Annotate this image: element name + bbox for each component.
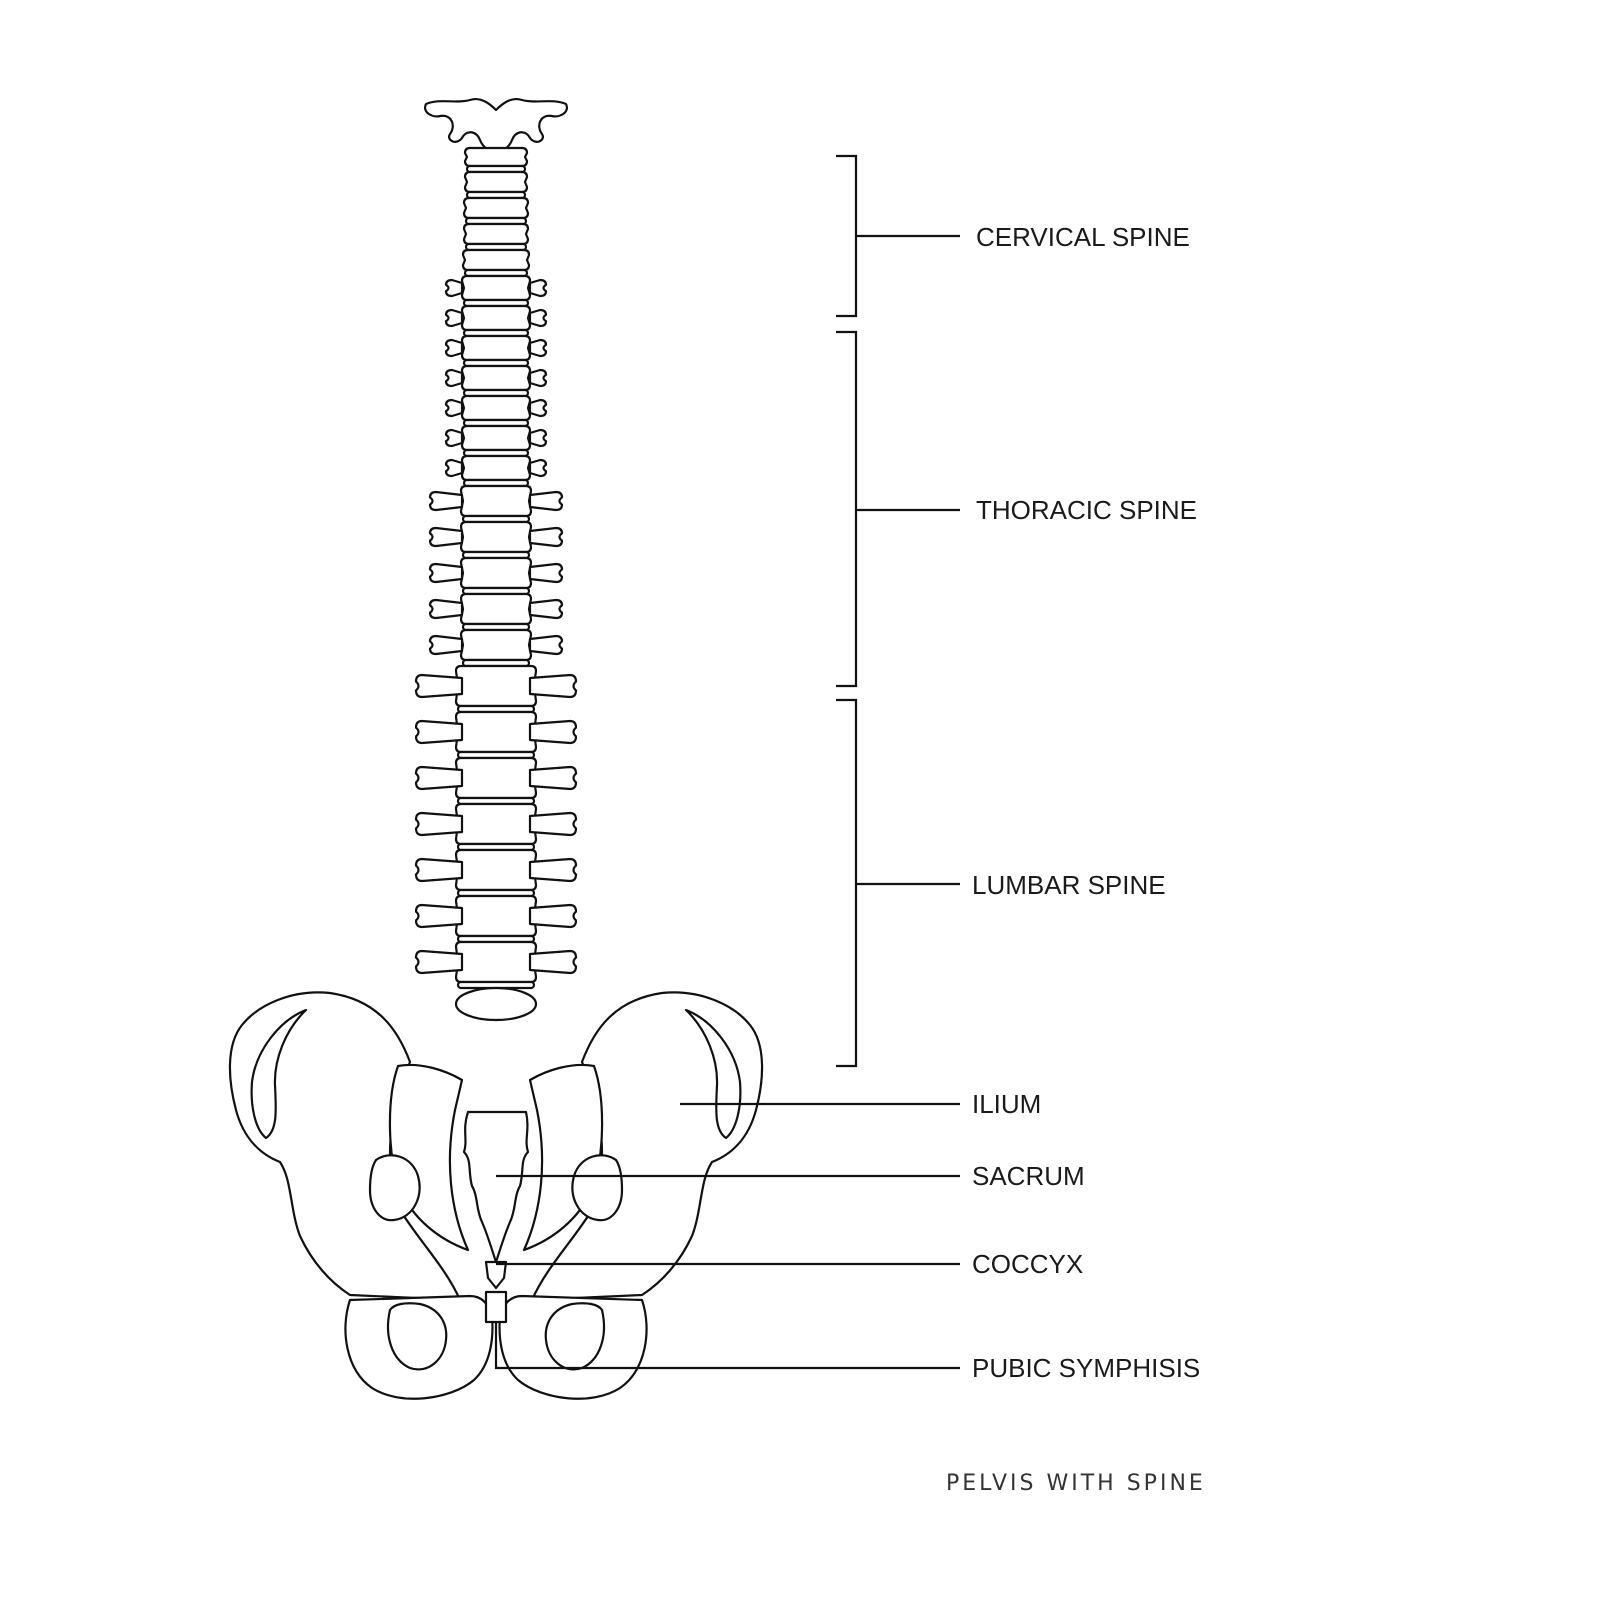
lumbar-vertebra (454, 664, 538, 708)
pubic-symphysis-leader (494, 1322, 960, 1370)
transverse-process (444, 308, 464, 328)
caption: PELVIS WITH SPINE (946, 1471, 1206, 1496)
thoracic-vertebra (459, 592, 533, 626)
transverse-process (428, 598, 464, 620)
thoracic-vertebra (460, 364, 532, 392)
transverse-process (444, 338, 464, 358)
transverse-process (528, 949, 578, 975)
transverse-process (414, 949, 464, 975)
lumbar-bracket (836, 698, 960, 1068)
transverse-process (428, 526, 464, 548)
label-lumbar-spine: LUMBAR SPINE (972, 870, 1166, 900)
pelvis-illustration (228, 991, 764, 1400)
thoracic-vertebra (460, 454, 532, 482)
spine-illustration (414, 98, 578, 1022)
thoracic-vertebra (459, 556, 533, 590)
label-cervical-spine: CERVICAL SPINE (976, 222, 1190, 252)
transverse-process (444, 458, 464, 478)
lumbar-vertebra (454, 756, 538, 800)
lumbosacral-disc (454, 986, 538, 1022)
left-ilium-crest (250, 1008, 308, 1140)
transverse-process (414, 765, 464, 791)
sacrum-bone (462, 1110, 530, 1264)
thoracic-vertebra (460, 304, 532, 332)
atlas-vertebra (424, 98, 568, 152)
lumbar-vertebra (454, 848, 538, 892)
transverse-process (428, 562, 464, 584)
transverse-process (414, 857, 464, 883)
coccyx-bone (484, 1260, 508, 1290)
transverse-process (414, 673, 464, 699)
lumbar-vertebra (454, 710, 538, 754)
transverse-process (528, 562, 564, 584)
transverse-process (528, 526, 564, 548)
transverse-process (528, 673, 578, 699)
transverse-process (528, 278, 548, 298)
cervical-vertebra (462, 196, 530, 220)
label-coccyx: COCCYX (972, 1249, 1083, 1279)
right-acetabulum (571, 1154, 624, 1222)
thoracic-vertebra (459, 520, 533, 554)
right-obturator (544, 1302, 606, 1371)
transverse-process (528, 903, 578, 929)
thoracic-vertebra (460, 394, 532, 422)
thoracic-vertebra (460, 274, 532, 302)
cervical-vertebra (462, 222, 530, 246)
transverse-process (414, 903, 464, 929)
transverse-process (528, 634, 564, 656)
thoracic-vertebra (460, 334, 532, 362)
transverse-process (528, 857, 578, 883)
pubic-symphysis-joint (484, 1290, 508, 1324)
transverse-process (528, 398, 548, 418)
lumbar-vertebra (454, 802, 538, 846)
thoracic-vertebra (459, 484, 533, 518)
transverse-process (528, 598, 564, 620)
transverse-process (428, 634, 464, 656)
transverse-process (528, 765, 578, 791)
label-pubic-symphysis: PUBIC SYMPHISIS (972, 1353, 1200, 1383)
transverse-process (528, 719, 578, 745)
right-ilium-crest (684, 1008, 742, 1140)
left-acetabulum (368, 1154, 421, 1222)
transverse-process (414, 811, 464, 837)
transverse-process (444, 278, 464, 298)
thoracic-vertebra (460, 424, 532, 452)
transverse-process (528, 458, 548, 478)
thoracic-vertebra (459, 628, 533, 662)
label-sacrum: SACRUM (972, 1161, 1085, 1191)
transverse-process (528, 338, 548, 358)
labels: CERVICAL SPINE THORACIC SPINE LUMBAR SPI… (946, 222, 1206, 1496)
leader-lines (494, 154, 960, 1370)
cervical-vertebra (461, 248, 531, 272)
left-obturator (386, 1302, 448, 1371)
transverse-process (414, 719, 464, 745)
transverse-process (528, 811, 578, 837)
label-thoracic-spine: THORACIC SPINE (976, 495, 1197, 525)
transverse-process (444, 398, 464, 418)
transverse-process (528, 490, 564, 512)
lumbar-vertebra (454, 940, 538, 984)
thoracic-bracket (836, 330, 960, 688)
cervical-bracket (836, 154, 960, 318)
transverse-process (528, 428, 548, 448)
transverse-process (444, 428, 464, 448)
transverse-process (428, 490, 464, 512)
lumbar-vertebra (454, 894, 538, 938)
transverse-process (528, 368, 548, 388)
transverse-process (528, 308, 548, 328)
cervical-vertebra (463, 146, 529, 168)
label-ilium: ILIUM (972, 1089, 1041, 1119)
transverse-process (444, 368, 464, 388)
cervical-vertebra (463, 170, 529, 194)
